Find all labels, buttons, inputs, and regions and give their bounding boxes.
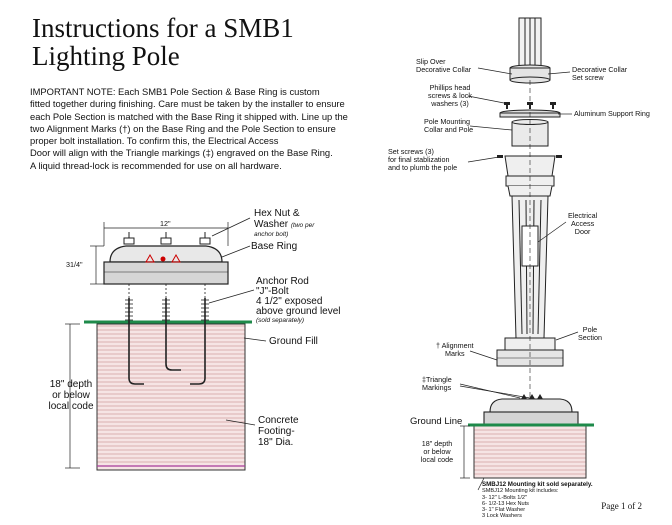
left-callout-lines <box>208 217 267 426</box>
set-screws <box>497 155 562 158</box>
bolt-centerlines <box>128 284 206 298</box>
electrical-door-label: Electrical Access Door <box>568 211 598 236</box>
anchor-bolts <box>128 298 206 385</box>
note-line: IMPORTANT NOTE: Each SMB1 Pole Section &… <box>30 86 320 97</box>
aluminum-ring-label: Aluminum Support Ring <box>574 109 650 118</box>
ground-line-label: Ground Line <box>410 416 463 427</box>
right-base-ring <box>483 398 579 435</box>
title-line-2: Lighting Pole <box>32 41 180 71</box>
depth-label: 18" depth or below local code <box>48 379 94 412</box>
page-number: Page 1 of 2 <box>601 501 642 511</box>
collar-set-screw-label: Decorative Collar Set screw <box>572 65 628 82</box>
title-line-1: Instructions for a SMB1 <box>32 13 294 43</box>
slip-over-collar-label: Slip Over Decorative Collar <box>416 57 472 74</box>
depth-dimension <box>65 323 80 469</box>
note-line: two Alignment Marks (†) on the Base Ring… <box>30 122 336 134</box>
height-dimension-label: 31/4" <box>66 260 83 269</box>
bolt-threads <box>125 299 209 321</box>
ground-fill-label: Ground Fill <box>269 336 318 347</box>
base-ring <box>103 245 229 285</box>
right-ring-markings <box>521 394 543 399</box>
important-note: IMPORTANT NOTE: Each SMB1 Pole Section &… <box>30 86 390 172</box>
width-dimension-label: 12" <box>160 219 171 228</box>
upper-pole <box>518 17 542 67</box>
note-line: A liquid thread-lock is recommended for … <box>30 159 282 171</box>
base-ring-label: Base Ring <box>251 241 298 252</box>
anchor-rod-label: Anchor Rod "J"-Bolt 4 1/2" exposed above… <box>256 276 341 325</box>
concrete-footing-label: Concrete Footing- 18" Dia. <box>258 415 299 448</box>
concrete-footing <box>96 323 246 471</box>
hex-nut-label: Hex Nut & Washer (two per anchor bolt) <box>254 208 315 238</box>
width-dimension <box>103 222 229 246</box>
pole-mounting-collar-label: Pole Mounting Collar and Pole <box>424 117 474 134</box>
phillips-screws-label: Phillips head screws & lock washers (3) <box>428 83 472 108</box>
height-dimension <box>90 245 104 285</box>
set-screws-label: Set screws (3) for final stablization an… <box>388 147 458 172</box>
right-footing <box>473 425 587 479</box>
pole-section-label: Pole Section <box>578 325 602 342</box>
note-line: Door will align with the Triangle markin… <box>30 147 333 159</box>
base-ring-markings <box>145 253 181 263</box>
mounting-kit-note: SMBJ12 Mounting kit sold separately. SMB… <box>482 481 593 520</box>
hex-nuts <box>123 232 211 245</box>
note-line: proper bolt installation. To confirm thi… <box>30 135 279 147</box>
right-depth-label: 18" depth or below local code <box>420 439 454 464</box>
right-depth-dimension <box>460 425 470 479</box>
alignment-marks-label: † Alignment Marks <box>436 341 474 358</box>
right-callout-lines <box>459 67 579 491</box>
note-line: each Pole Section is matched with the Ba… <box>30 110 348 122</box>
triangle-markings-label: ‡Triangle Markings <box>422 375 452 392</box>
note-line: fitted together during finishing. Care m… <box>30 98 345 110</box>
page-title: Instructions for a SMB1 Lighting Pole <box>32 14 294 70</box>
